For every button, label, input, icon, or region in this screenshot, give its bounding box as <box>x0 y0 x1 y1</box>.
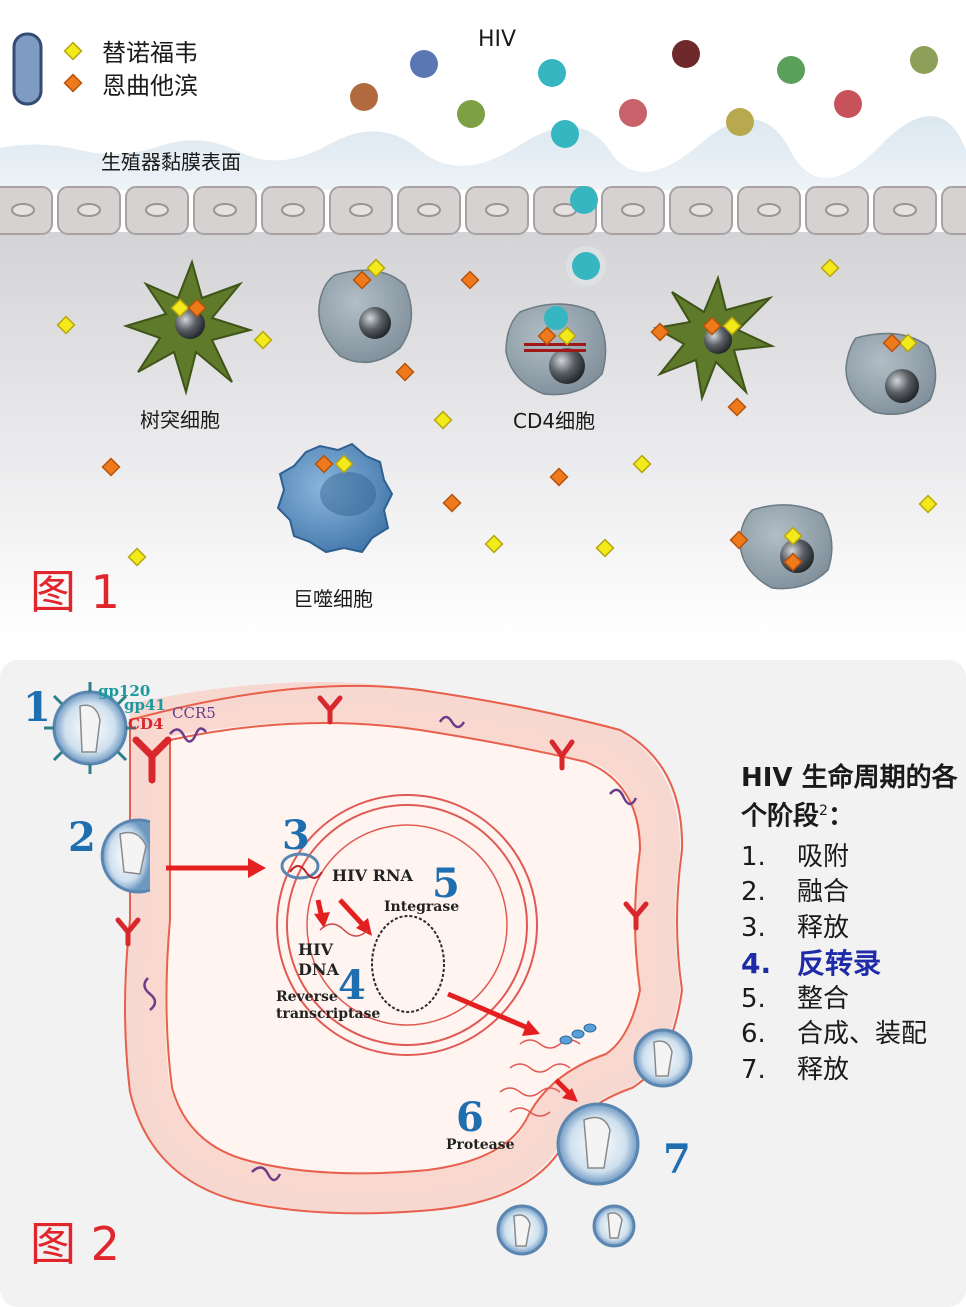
hiv-dna-label-line2: DNA <box>298 960 339 979</box>
reverse-transcription-strands <box>319 923 369 937</box>
lifecycle-step: 2.融合 <box>741 877 850 908</box>
step-number-7: 7 <box>663 1136 691 1183</box>
lifecycle-steps: 1.吸附 2.融合 3.释放 4.反转录 5.整合 6.合成、装配 7.释放 <box>741 840 966 1089</box>
virion-released-2 <box>496 1204 548 1256</box>
step-number-3: 3 <box>282 812 310 859</box>
process-arrows <box>166 858 578 1102</box>
emtricitabine-legend-diamond-icon <box>63 73 83 93</box>
nucleus-ring <box>306 824 508 1026</box>
mucosa-surface <box>0 115 966 190</box>
host-dna <box>371 915 445 1013</box>
gp120-label: gp120 <box>98 682 151 700</box>
tenofovir-legend-label: 替诺福韦 <box>102 39 198 67</box>
reverse-transcriptase-label-line2: transcriptase <box>276 1006 381 1022</box>
lifecycle-step: 5.整合 <box>741 983 850 1014</box>
nucleus-outer <box>276 794 538 1056</box>
viral-proteins <box>559 1023 597 1045</box>
integrase-label: Integrase <box>384 899 460 915</box>
virion-step-2 <box>100 818 151 894</box>
legend-capsule-icon <box>12 32 43 106</box>
hiv-virions <box>350 40 938 286</box>
reverse-transcriptase-label-line1: Reverse <box>276 989 338 1005</box>
lifecycle-panel: HIV 生命周期的各个阶段2： 1.吸附 2.融合 3.释放 4.反转录 5.整… <box>741 762 966 1088</box>
protease-label: Protease <box>446 1137 515 1153</box>
virion-released-3 <box>592 1204 636 1248</box>
gp41-label: gp41 <box>124 696 166 714</box>
host-cell-cytoplasm <box>145 702 660 1194</box>
ccr5-coreceptor <box>169 727 207 743</box>
macrophage <box>276 442 394 554</box>
submucosa-tissue <box>0 232 966 640</box>
host-cell-membrane-band <box>125 682 681 1214</box>
lifecycle-step: 7.释放 <box>741 1054 850 1085</box>
membrane-receptors <box>115 695 649 947</box>
hiv-dna-label-line1: HIV <box>298 940 334 959</box>
epithelial-layer <box>0 186 966 235</box>
nucleus-inner <box>286 804 528 1046</box>
lifecycle-heading: HIV 生命周期的各个阶段2： <box>741 763 958 832</box>
emtricitabine-legend-label: 恩曲他滨 <box>102 72 198 100</box>
hiv-label: HIV <box>478 27 517 52</box>
host-cell-membrane-inner <box>165 721 642 1175</box>
emtricitabine-molecules <box>101 270 902 572</box>
ccr5-label: CCR5 <box>172 704 216 722</box>
virion-step-1 <box>44 682 136 774</box>
dendritic-cell-label: 树突细胞 <box>140 408 220 432</box>
virion-budding <box>556 1102 640 1186</box>
tenofovir-molecules <box>56 258 938 567</box>
tenofovir-legend-diamond-icon <box>63 41 83 61</box>
cd4-receptor <box>132 736 172 784</box>
lifecycle-step-highlighted: 4.反转录 <box>741 947 882 981</box>
lifecycle-step: 3.释放 <box>741 912 850 943</box>
figure-1-panel <box>0 32 966 640</box>
step-number-6: 6 <box>456 1094 484 1141</box>
hiv-rna-capsid <box>280 852 320 880</box>
hiv-rna-label: HIV RNA <box>332 866 413 885</box>
mucosa-surface-label: 生殖器黏膜表面 <box>101 150 241 174</box>
step-number-4: 4 <box>338 962 366 1009</box>
figure-1-label: 图 1 <box>30 565 120 619</box>
figure-2-panel <box>0 660 966 1307</box>
virion-released-1 <box>633 1028 693 1088</box>
cd4-label: CD4 <box>128 715 164 733</box>
figure-2-label: 图 2 <box>30 1217 120 1271</box>
step-number-5: 5 <box>432 860 460 907</box>
membrane-coreceptors <box>143 715 638 1182</box>
lifecycle-step: 6.合成、装配 <box>741 1019 928 1050</box>
macrophage-label: 巨噬细胞 <box>293 587 373 611</box>
cd4-cell-label: CD4细胞 <box>513 409 596 433</box>
step-number-1: 1 <box>23 684 51 731</box>
lifecycle-step: 1.吸附 <box>741 841 850 872</box>
step-number-2: 2 <box>68 814 96 861</box>
